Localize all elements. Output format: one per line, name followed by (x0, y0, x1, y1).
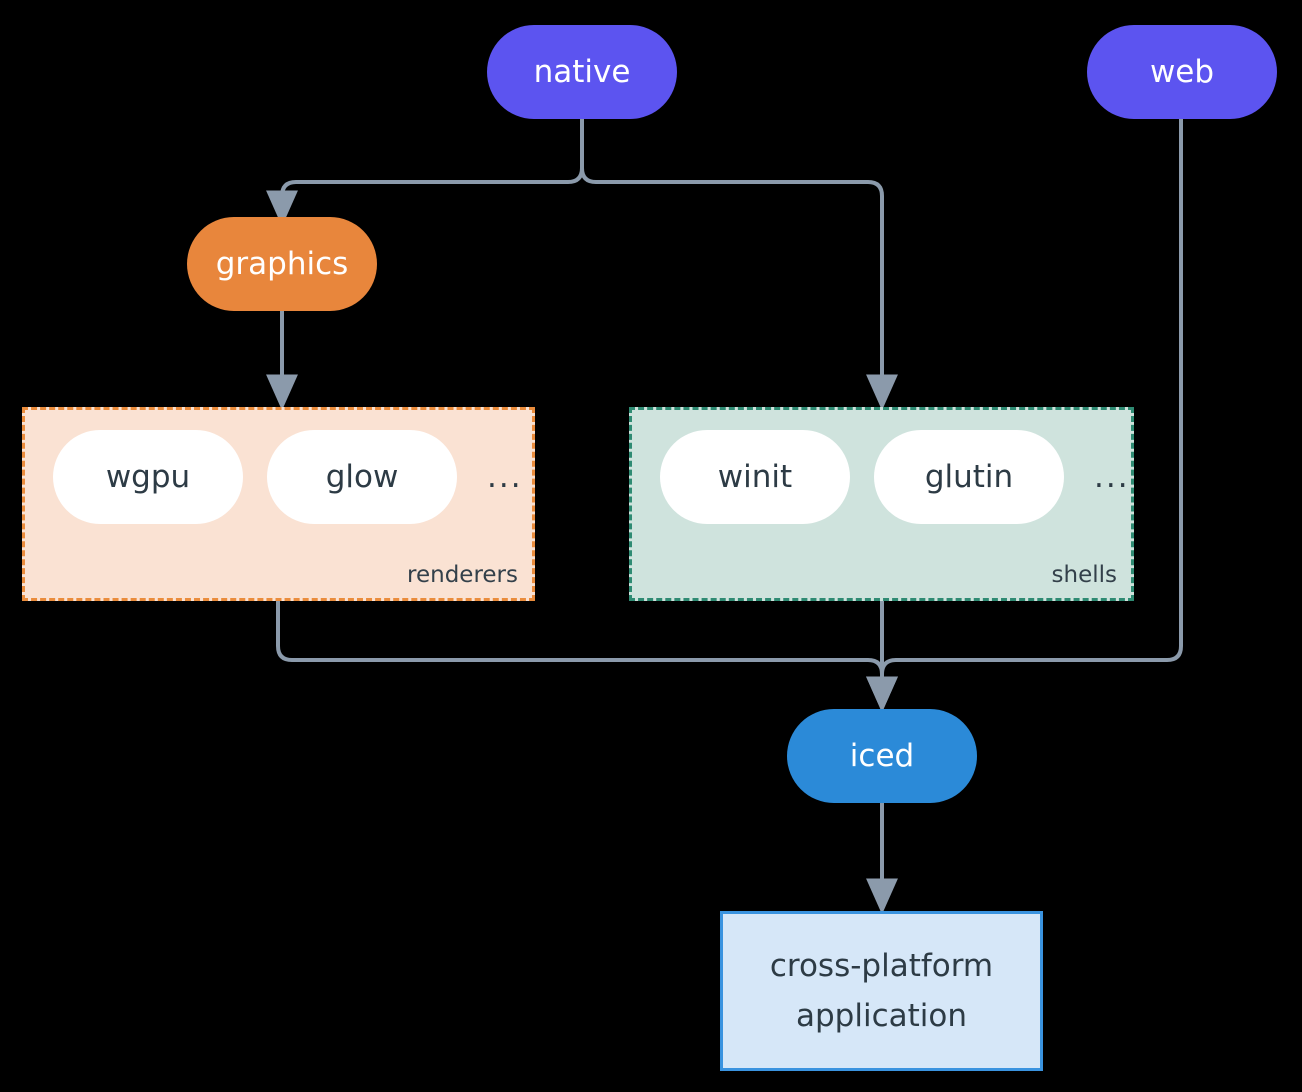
shells-overflow-ellipsis: ... (1094, 459, 1130, 495)
edge-native-to-shells (580, 117, 898, 411)
group-shells-label: shells (1051, 562, 1117, 588)
node-graphics-label: graphics (215, 246, 349, 282)
node-iced[interactable]: iced (787, 709, 977, 803)
chip-glutin[interactable]: glutin (874, 430, 1064, 524)
chip-winit-label: winit (717, 459, 793, 495)
node-graphics[interactable]: graphics (187, 217, 377, 311)
application-label-line1: cross-platform (769, 947, 994, 984)
group-shells: winit glutin ... shells (629, 407, 1134, 601)
renderers-overflow-ellipsis: ... (487, 459, 523, 495)
edge-native-to-graphics (266, 117, 584, 227)
application-label-line2: application (796, 998, 967, 1034)
group-renderers: wgpu glow ... renderers (22, 407, 535, 601)
chip-glutin-label: glutin (924, 459, 1014, 495)
renderers-item-row: wgpu glow ... (53, 430, 523, 524)
chip-glow[interactable]: glow (267, 430, 457, 524)
node-native-label: native (533, 54, 631, 90)
chip-glow-label: glow (325, 459, 399, 495)
chip-wgpu-label: wgpu (105, 459, 191, 495)
node-iced-label: iced (849, 738, 915, 774)
group-renderers-label: renderers (407, 562, 518, 588)
chip-winit[interactable]: winit (660, 430, 850, 524)
edge-renderers-to-iced (276, 599, 898, 713)
node-web-label: web (1149, 54, 1215, 90)
chip-wgpu[interactable]: wgpu (53, 430, 243, 524)
node-web[interactable]: web (1087, 25, 1277, 119)
node-native[interactable]: native (487, 25, 677, 119)
node-cross-platform-application[interactable]: cross-platform application (720, 911, 1043, 1071)
shells-item-row: winit glutin ... (660, 430, 1130, 524)
